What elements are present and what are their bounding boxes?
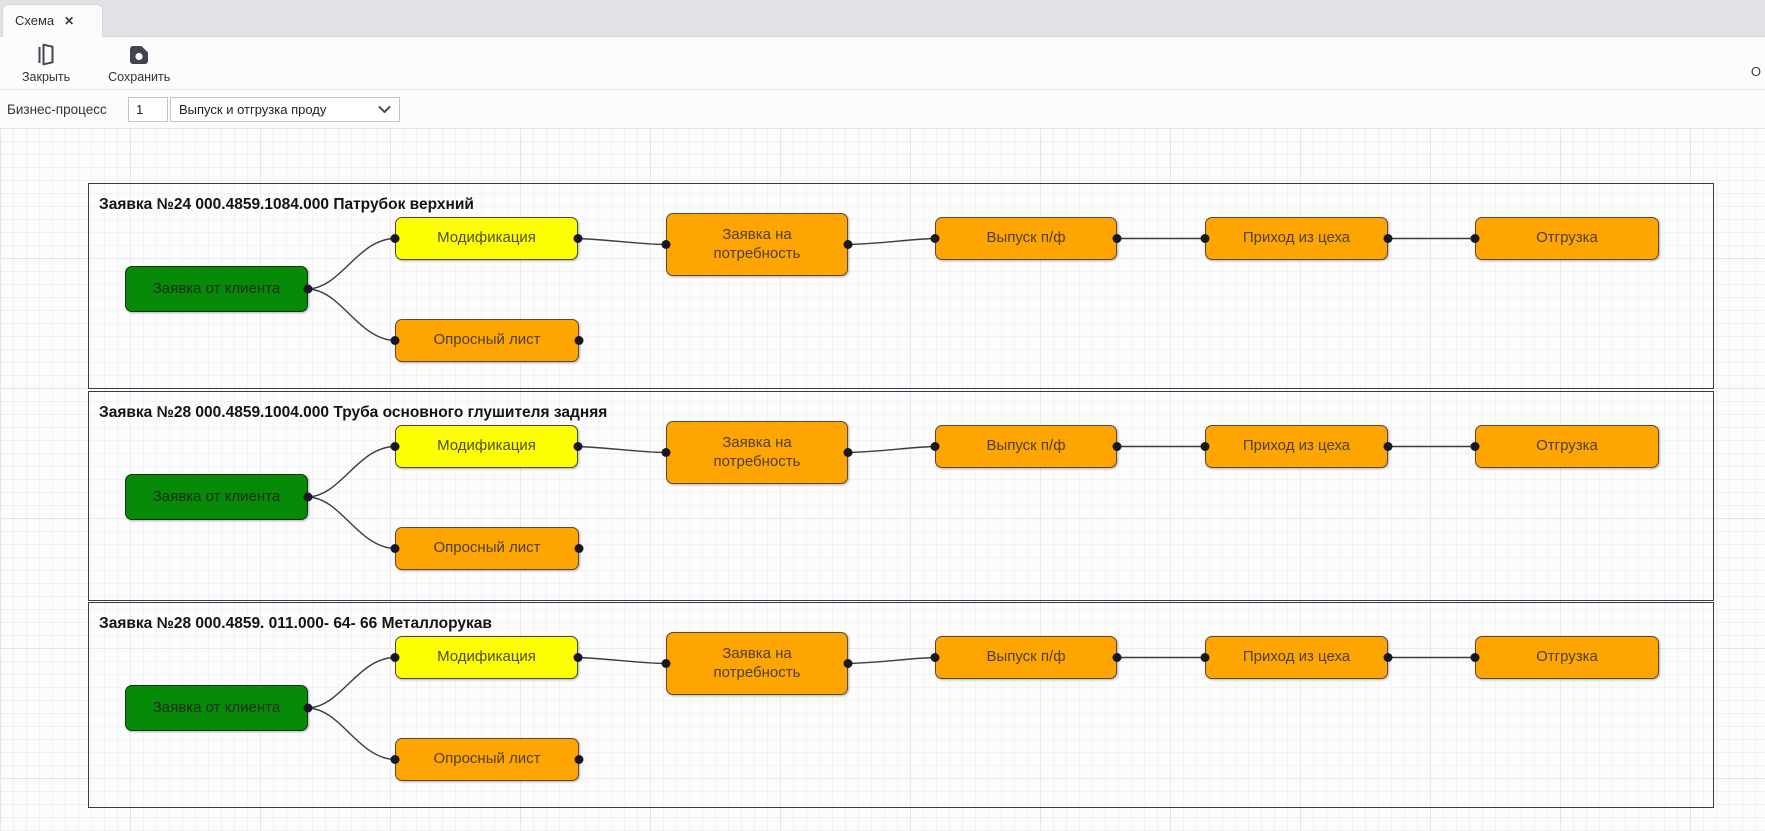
- connector-line: [847, 445, 935, 454]
- save-button[interactable]: Сохранить: [102, 41, 176, 86]
- close-button[interactable]: Закрыть: [16, 41, 76, 86]
- node-demand-request[interactable]: Заявка на потребность: [666, 632, 848, 695]
- diagram-canvas: Заявка №24 000.4859.1084.000 Патрубок ве…: [0, 128, 1765, 831]
- connector-layer: [303, 442, 1480, 553]
- node-modification[interactable]: Модификация: [395, 217, 578, 260]
- connector-line: [847, 656, 935, 665]
- connector-line: [577, 656, 666, 665]
- form-row: Бизнес-процесс Выпуск и отгрузка проду: [0, 90, 1765, 128]
- node-semi-finished-output[interactable]: Выпуск п/ф: [935, 425, 1117, 468]
- process-number-input[interactable]: [128, 97, 168, 122]
- node-semi-finished-output[interactable]: Выпуск п/ф: [935, 217, 1117, 260]
- tab-close-icon[interactable]: ✕: [64, 13, 75, 28]
- business-process-label: Бизнес-процесс: [7, 101, 107, 117]
- group-title: Заявка №28 000.4859.1004.000 Труба основ…: [99, 404, 608, 421]
- toolbar: Закрыть Сохранить О: [0, 37, 1765, 90]
- node-client-request[interactable]: Заявка от клиента: [125, 685, 308, 731]
- node-questionnaire[interactable]: Опросный лист: [395, 527, 579, 570]
- node-semi-finished-output[interactable]: Выпуск п/ф: [935, 636, 1117, 679]
- connector-layer: [303, 653, 1480, 764]
- node-arrival-from-shop[interactable]: Приход из цеха: [1205, 425, 1388, 468]
- process-select[interactable]: Выпуск и отгрузка проду: [170, 97, 400, 122]
- process-group: Заявка №28 000.4859. 011.000- 64- 66 Мет…: [88, 602, 1714, 808]
- node-shipment[interactable]: Отгрузка: [1475, 217, 1659, 260]
- node-modification[interactable]: Модификация: [395, 425, 578, 468]
- node-client-request[interactable]: Заявка от клиента: [125, 266, 308, 312]
- connector-line: [577, 237, 666, 246]
- toolbar-clipped-text: О: [1750, 64, 1761, 79]
- node-demand-request[interactable]: Заявка на потребность: [666, 421, 848, 484]
- node-modification[interactable]: Модификация: [395, 636, 578, 679]
- floppy-save-icon: [130, 45, 149, 64]
- node-client-request[interactable]: Заявка от клиента: [125, 474, 308, 520]
- node-questionnaire[interactable]: Опросный лист: [395, 738, 579, 781]
- group-title: Заявка №28 000.4859. 011.000- 64- 66 Мет…: [99, 615, 492, 632]
- process-group: Заявка №24 000.4859.1084.000 Патрубок ве…: [88, 183, 1714, 389]
- node-arrival-from-shop[interactable]: Приход из цеха: [1205, 217, 1388, 260]
- tab-schema-label: Схема: [15, 13, 55, 28]
- tab-schema[interactable]: Схема ✕: [2, 4, 103, 38]
- connector-line: [847, 237, 935, 246]
- chevron-down-icon: [378, 105, 391, 113]
- connector-line: [307, 288, 395, 342]
- connector-line: [307, 707, 395, 761]
- process-select-value: Выпуск и отгрузка проду: [179, 102, 327, 117]
- door-exit-icon: [38, 43, 54, 65]
- node-shipment[interactable]: Отгрузка: [1475, 425, 1659, 468]
- connector-line: [307, 237, 395, 290]
- save-button-label: Сохранить: [108, 69, 171, 84]
- connector-line: [577, 445, 666, 454]
- connector-layer: [303, 234, 1480, 345]
- process-group: Заявка №28 000.4859.1004.000 Труба основ…: [88, 391, 1714, 601]
- node-questionnaire[interactable]: Опросный лист: [395, 319, 579, 362]
- tab-strip: Схема ✕: [0, 0, 1765, 38]
- connector-line: [307, 656, 395, 709]
- close-button-label: Закрыть: [22, 69, 71, 84]
- connector-line: [307, 496, 395, 550]
- node-demand-request[interactable]: Заявка на потребность: [666, 213, 848, 276]
- connector-line: [307, 445, 395, 498]
- node-shipment[interactable]: Отгрузка: [1475, 636, 1659, 679]
- group-title: Заявка №24 000.4859.1084.000 Патрубок ве…: [99, 196, 474, 213]
- node-arrival-from-shop[interactable]: Приход из цеха: [1205, 636, 1388, 679]
